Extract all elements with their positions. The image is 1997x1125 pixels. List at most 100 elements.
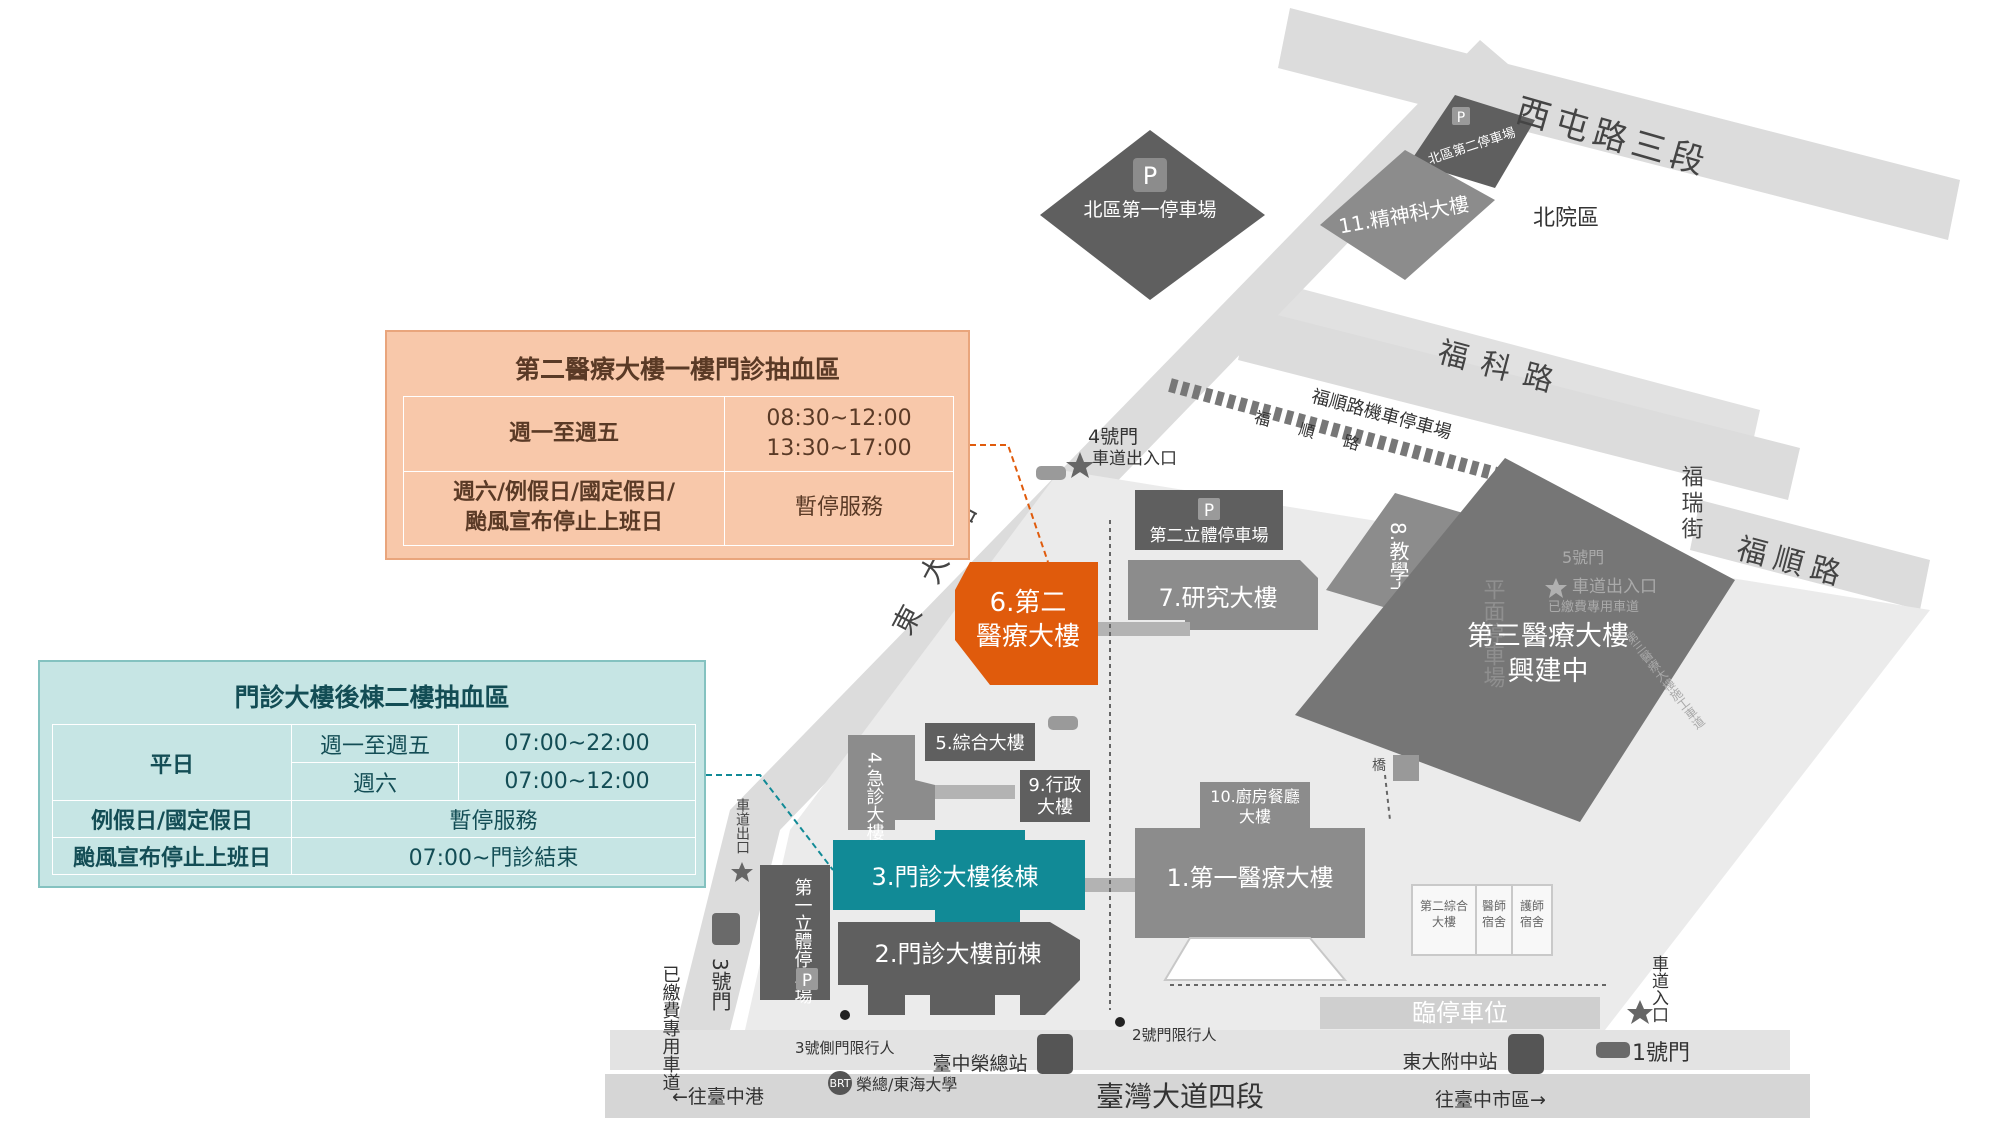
temp-parking-label: 臨停車位 <box>1412 999 1508 1027</box>
gate4-sub-label: 車道出入口 <box>1092 449 1177 469</box>
gate4-star-icon <box>1066 452 1094 478</box>
gate3-note-label: 已繳費專用車道 <box>660 965 681 1091</box>
second-med-label-1: 6.第二 <box>990 588 1067 618</box>
building-10-kitchen <box>1200 782 1310 832</box>
building-7-research <box>1128 560 1318 630</box>
building-4-emergency <box>848 735 935 830</box>
op-rear-label: 3.門診大樓後棟 <box>872 863 1039 891</box>
teal-hours-table: 平日 週一至週五 07:00~22:00 週六 07:00~12:00 例假日/… <box>52 724 696 875</box>
building-6-second-medical <box>955 562 1098 685</box>
teal-box-title: 門診大樓後棟二樓抽血區 <box>234 683 510 712</box>
parking-sign-2 <box>1452 107 1470 125</box>
ground-level-label: 平面停車場 <box>1480 578 1506 688</box>
car-icon <box>1036 466 1066 480</box>
orange-row1-time2: 13:30~17:00 <box>766 435 912 461</box>
bus-icon-tcvgh <box>1037 1034 1073 1074</box>
north-campus-label: 北院區 <box>1533 206 1599 231</box>
first-med-label: 1.第一醫療大樓 <box>1167 864 1334 892</box>
complex2-label-2: 大樓 <box>1432 914 1456 929</box>
side-gate3-label: 3號側門限行人 <box>795 1039 895 1057</box>
parking-1-p: P <box>802 971 812 991</box>
gate5-sub-label: 車道出入口 <box>1572 577 1657 597</box>
teal-weekday: 平日 <box>52 724 292 801</box>
gate1-star-icon <box>1627 1000 1653 1024</box>
building-doctor-dorm <box>1475 884 1513 956</box>
building-2-outpatient-front <box>838 922 1080 1015</box>
skybridge-rear <box>1085 878 1135 892</box>
building-9-admin <box>1020 770 1090 822</box>
teal-leader-line <box>706 774 834 871</box>
bus-tcvgh-label: 臺中榮總站 <box>932 1053 1027 1075</box>
to-city-label: 往臺中市區→ <box>1435 1089 1546 1111</box>
complex-label: 5.綜合大樓 <box>935 733 1024 754</box>
kitchen-label-1: 10.廚房餐廳 <box>1210 787 1299 806</box>
gate4-label: 4號門 <box>1088 426 1138 448</box>
road-taiwan-blvd <box>605 1074 1810 1118</box>
parking-2-label: 第二立體停車場 <box>1150 526 1269 546</box>
temp-parking-area <box>1320 997 1600 1029</box>
road-furui-label: 福瑞街 <box>1678 465 1704 543</box>
ramp-exit-label: 車道出口 <box>734 797 750 854</box>
parking-1-sign <box>796 968 818 990</box>
road-fushun-east <box>1690 500 1930 610</box>
orange-row2-label2: 颱風宣布停止上班日 <box>464 510 663 536</box>
teal-mon-fri-time: 07:00~22:00 <box>458 724 696 763</box>
emergency-label: 4.急診大樓 <box>864 752 885 841</box>
third-med-label-2: 興建中 <box>1508 656 1589 687</box>
building-1-first-medical <box>1135 828 1365 938</box>
car-icon-gate1 <box>1596 1042 1630 1058</box>
teal-holiday: 例假日/國定假日 <box>52 800 292 838</box>
brt-badge <box>828 1071 852 1095</box>
teal-sat: 週六 <box>291 762 459 801</box>
building-third-medical <box>1295 458 1735 822</box>
teal-mon-fri: 週一至週五 <box>291 724 459 763</box>
skybridge-emergency <box>935 785 1015 799</box>
building-nurse-dorm <box>1511 884 1553 956</box>
building-5-complex <box>925 723 1035 761</box>
bus-icon-gate3 <box>712 913 740 945</box>
teal-sat-time: 07:00~12:00 <box>458 762 696 801</box>
orange-row2-value: 暫停服務 <box>724 470 954 546</box>
skybridge-research <box>1098 622 1190 636</box>
teal-typhoon-value: 07:00~門診結束 <box>291 837 696 875</box>
gate3-label: 3號門 <box>708 958 732 1011</box>
road-sidewalk <box>610 1030 1790 1070</box>
gate5-note-label: 已繳費專用車道 <box>1548 600 1639 615</box>
road-fuke <box>1238 308 1800 500</box>
building-3-outpatient-rear <box>833 830 1085 925</box>
parking-sign-1 <box>1133 158 1167 192</box>
nurse-dorm-label-2: 宿舍 <box>1520 914 1544 929</box>
building-8-teaching <box>1326 493 1480 615</box>
gate1-ramp-label: 車道入口 <box>1648 955 1669 1023</box>
research-label: 7.研究大樓 <box>1159 584 1278 612</box>
orange-row1-times: 08:30~12:00 13:30~17:00 <box>724 396 954 472</box>
gate5-label: 5號門 <box>1562 548 1604 567</box>
parking-2-p: P <box>1204 501 1214 521</box>
admin-label-1: 9.行政 <box>1028 775 1081 796</box>
first-med-canopy <box>1163 937 1348 981</box>
op-front-label: 2.門診大樓前棟 <box>875 940 1042 968</box>
road-xitun <box>1278 8 1960 240</box>
bus-thu-label: 東大附中站 <box>1402 1051 1497 1073</box>
admin-label-2: 大樓 <box>1037 797 1073 818</box>
brt-badge-label: BRT <box>829 1077 850 1090</box>
orange-row2-label: 週六/例假日/國定假日/ 颱風宣布停止上班日 <box>403 470 725 546</box>
pedestrian-icon-1 <box>840 1010 850 1020</box>
orange-row1-label: 週一至週五 <box>403 396 725 472</box>
orange-row2-label1: 週六/例假日/國定假日/ <box>452 480 676 506</box>
orange-row1-time1: 08:30~12:00 <box>766 405 912 431</box>
parking-2-sign <box>1198 498 1220 520</box>
teal-typhoon: 颱風宣布停止上班日 <box>52 837 292 875</box>
parking-1-building <box>760 865 830 1000</box>
complex2-label-1: 第二綜合 <box>1420 898 1468 913</box>
second-medical-blood-draw-box: 第二醫療大樓一樓門診抽血區 週一至週五 08:30~12:00 13:30~17… <box>385 330 970 560</box>
second-med-label-2: 醫療大樓 <box>976 622 1080 652</box>
building-11-psych <box>1320 150 1495 280</box>
gate1-label: 1號門 <box>1632 1041 1690 1066</box>
third-med-label-1: 第三醫療大樓 <box>1467 621 1629 652</box>
outpatient-rear-blood-draw-box: 門診大樓後棟二樓抽血區 平日 週一至週五 07:00~22:00 週六 07:0… <box>38 660 706 888</box>
doctor-dorm-label-2: 宿舍 <box>1482 914 1506 929</box>
moto-parking-strip <box>1168 378 1502 482</box>
nurse-dorm-label-1: 護師 <box>1520 898 1544 913</box>
